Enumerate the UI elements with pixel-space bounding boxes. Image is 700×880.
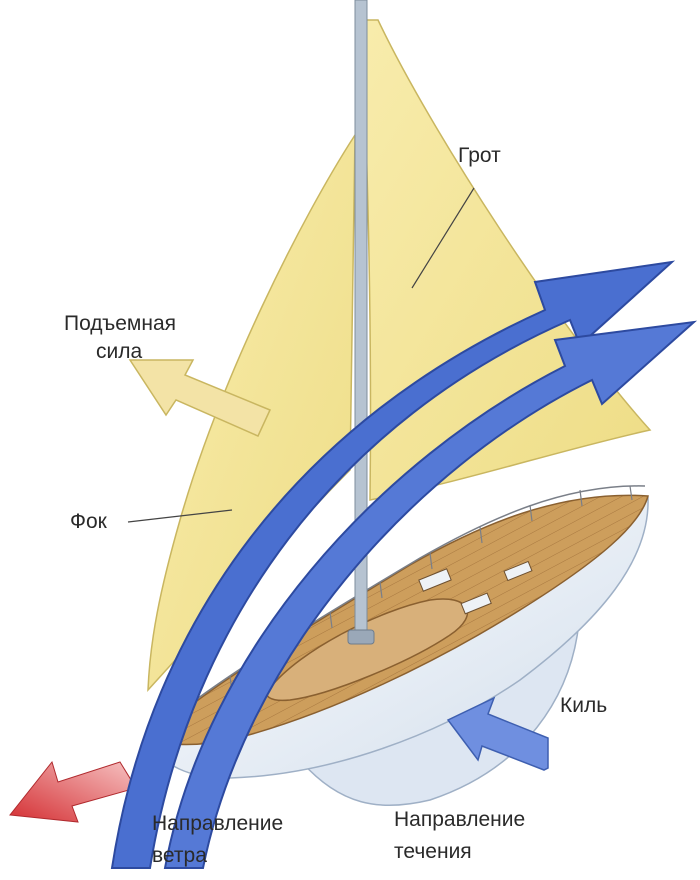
- hatch-1: [418, 568, 452, 592]
- lift-arrow: [128, 359, 272, 437]
- label-wind-line1: Направление: [152, 812, 283, 835]
- exit-wind-arrow: [9, 760, 137, 823]
- label-grot: Грот: [458, 144, 501, 167]
- mast-base: [347, 629, 375, 645]
- label-fok: Фок: [70, 510, 108, 533]
- wind-arrow-lower: [163, 320, 698, 869]
- railing: [159, 485, 646, 729]
- label-kil: Киль: [560, 694, 607, 717]
- current-arrow: [446, 696, 549, 771]
- grot-leader-line: [411, 187, 475, 289]
- label-lift-line1: Подъемная: [64, 312, 176, 335]
- fok-leader-line: [127, 509, 233, 523]
- hatch-3: [503, 560, 533, 582]
- label-wind-line2: ветра: [152, 844, 207, 867]
- label-lift-line2: сила: [96, 340, 142, 363]
- label-current-line2: течения: [394, 840, 472, 863]
- label-current-line1: Направление: [394, 808, 525, 831]
- wind-arrow-upper: [110, 260, 676, 869]
- hatch-2: [460, 592, 492, 615]
